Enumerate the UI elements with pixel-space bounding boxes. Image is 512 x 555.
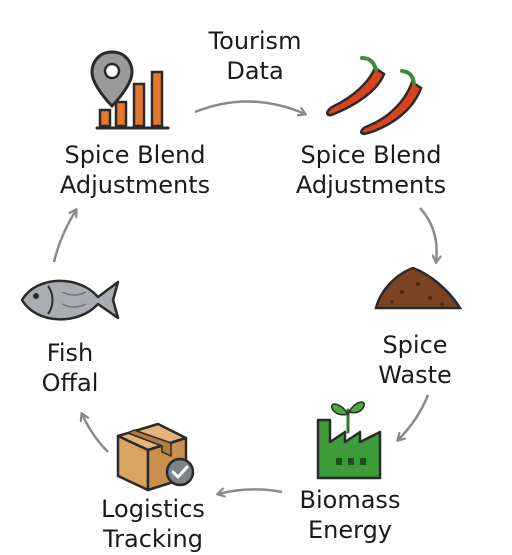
arrow-bottom — [218, 489, 283, 494]
spice-blend-right-line-2: Adjustments — [295, 171, 447, 199]
node-biomass-energy: Biomass Energy — [275, 485, 425, 545]
fish-offal-line-1: Fish — [46, 339, 94, 367]
location-chart-icon — [90, 50, 170, 130]
fish-icon — [20, 279, 120, 321]
biomass-energy-line-1: Biomass — [299, 486, 401, 514]
logistics-tracking-line-1: Logistics — [101, 495, 205, 523]
node-fish-offal: Fish Offal — [10, 338, 130, 398]
spice-blend-left-line-2: Adjustments — [59, 171, 211, 199]
arrow-right-upper — [419, 207, 437, 262]
arrow-right-lower — [398, 394, 430, 440]
arrow-top — [194, 100, 305, 114]
node-spice-blend-right: Spice Blend Adjustments — [276, 140, 466, 200]
spice-waste-line-2: Waste — [378, 361, 452, 389]
spice-waste-line-1: Spice — [382, 331, 448, 359]
biomass-energy-line-2: Energy — [307, 516, 393, 544]
spice-waste-pile-icon — [374, 266, 463, 310]
arrow-left-lower — [82, 414, 109, 453]
node-logistics-tracking: Logistics Tracking — [78, 494, 228, 554]
spice-blend-left-line-1: Spice Blend — [64, 141, 206, 169]
node-spice-waste: Spice Waste — [340, 330, 490, 390]
spice-blend-right-line-1: Spice Blend — [300, 141, 442, 169]
arrow-left-upper — [52, 210, 76, 263]
logistics-tracking-line-2: Tracking — [103, 525, 203, 553]
package-check-icon — [116, 422, 195, 492]
tourism-data-line-1: Tourism — [208, 27, 302, 55]
fish-offal-line-2: Offal — [41, 369, 99, 397]
chili-peppers-icon — [326, 56, 423, 135]
green-factory-icon — [316, 401, 382, 480]
node-tourism-data: Tourism Data — [185, 26, 325, 86]
node-spice-blend-left: Spice Blend Adjustments — [40, 140, 230, 200]
tourism-data-line-2: Data — [226, 57, 284, 85]
